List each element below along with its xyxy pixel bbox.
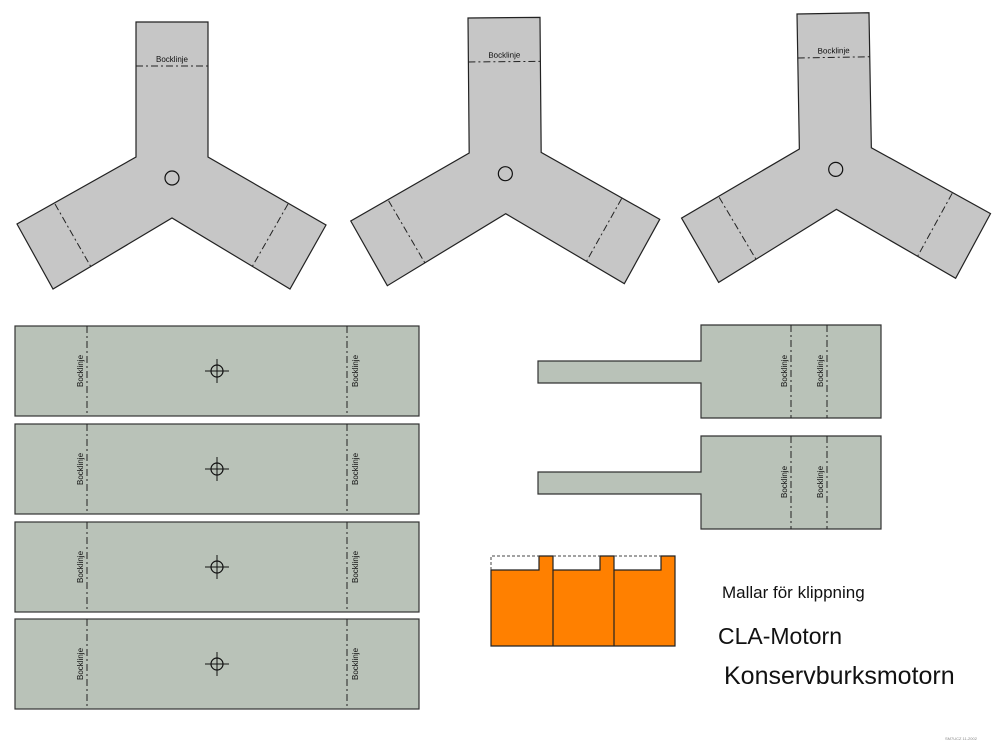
fold-label: Bocklinje (156, 55, 189, 64)
strip-4: Bocklinje Bocklinje (14, 618, 420, 710)
subtitle: Mallar för klippning (722, 583, 865, 602)
fold-label: Bocklinje (76, 452, 85, 485)
strip-2: Bocklinje Bocklinje (14, 423, 420, 515)
fold-label: Bocklinje (76, 550, 85, 583)
fold-label: Bocklinje (351, 550, 360, 583)
fold-label: Bocklinje (816, 354, 825, 387)
y-piece-1: Bocklinje (16, 21, 327, 290)
tab-piece-1: Bocklinje Bocklinje (537, 324, 882, 419)
fold-label: Bocklinje (816, 465, 825, 498)
fold-label: Bocklinje (351, 452, 360, 485)
y-piece-3: Bocklinje (677, 10, 993, 284)
strip-3: Bocklinje Bocklinje (14, 521, 420, 613)
fold-label: Bocklinje (818, 46, 851, 56)
footer-code: SM7UCZ 11-2002 (945, 736, 978, 741)
fold-label: Bocklinje (351, 647, 360, 680)
tab-piece-2: Bocklinje Bocklinje (537, 435, 882, 530)
title-konservburksmotorn: Konservburksmotorn (724, 662, 955, 690)
fold-label: Bocklinje (76, 354, 85, 387)
can-piece (490, 555, 676, 647)
title-cla-motorn: CLA-Motorn (718, 623, 842, 649)
strip-1: Bocklinje Bocklinje (14, 325, 420, 417)
fold-label: Bocklinje (488, 51, 521, 60)
fold-label: Bocklinje (76, 647, 85, 680)
fold-label: Bocklinje (351, 354, 360, 387)
y-piece-2: Bocklinje (348, 15, 661, 287)
fold-label: Bocklinje (780, 465, 789, 498)
fold-label: Bocklinje (780, 354, 789, 387)
